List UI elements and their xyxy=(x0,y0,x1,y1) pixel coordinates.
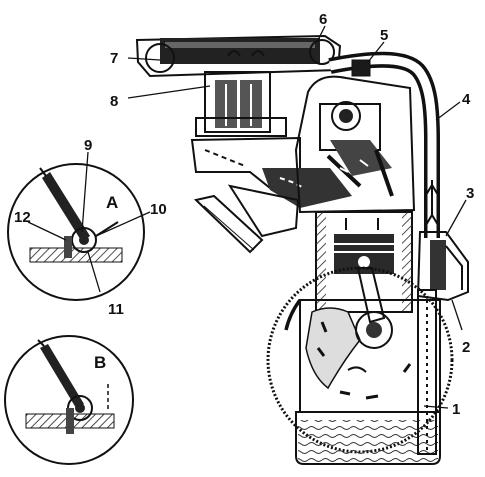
callout-11: 11 xyxy=(108,301,124,318)
inset-a-lever xyxy=(42,172,90,242)
oil-return-tube xyxy=(417,289,437,455)
inset-a-label: A xyxy=(106,193,118,212)
inset-b-lever xyxy=(40,344,84,408)
crankshaft xyxy=(355,311,393,349)
leader-lines xyxy=(27,25,467,409)
air-filter-housing xyxy=(135,34,342,78)
callout-10: 10 xyxy=(150,201,167,218)
cylinder-block xyxy=(315,211,413,324)
callout-9: 9 xyxy=(84,137,92,154)
callout-8: 8 xyxy=(110,93,118,110)
callout-5: 5 xyxy=(380,27,388,44)
callout-3: 3 xyxy=(466,185,474,202)
oil-sump xyxy=(295,411,441,465)
cylinder-head xyxy=(294,75,416,214)
callout-7: 7 xyxy=(110,50,118,67)
inset-b xyxy=(4,335,134,465)
oil-level xyxy=(298,420,438,462)
callout-1: 1 xyxy=(452,401,460,418)
inset-b-label: B xyxy=(94,353,106,372)
callout-12: 12 xyxy=(14,209,31,226)
carburetor xyxy=(195,71,287,137)
exhaust-flange xyxy=(193,184,300,254)
hose-clamp xyxy=(351,59,371,77)
callout-4: 4 xyxy=(462,91,471,108)
callout-2: 2 xyxy=(462,339,470,356)
inset-a xyxy=(7,163,145,301)
callout-6: 6 xyxy=(319,11,327,28)
